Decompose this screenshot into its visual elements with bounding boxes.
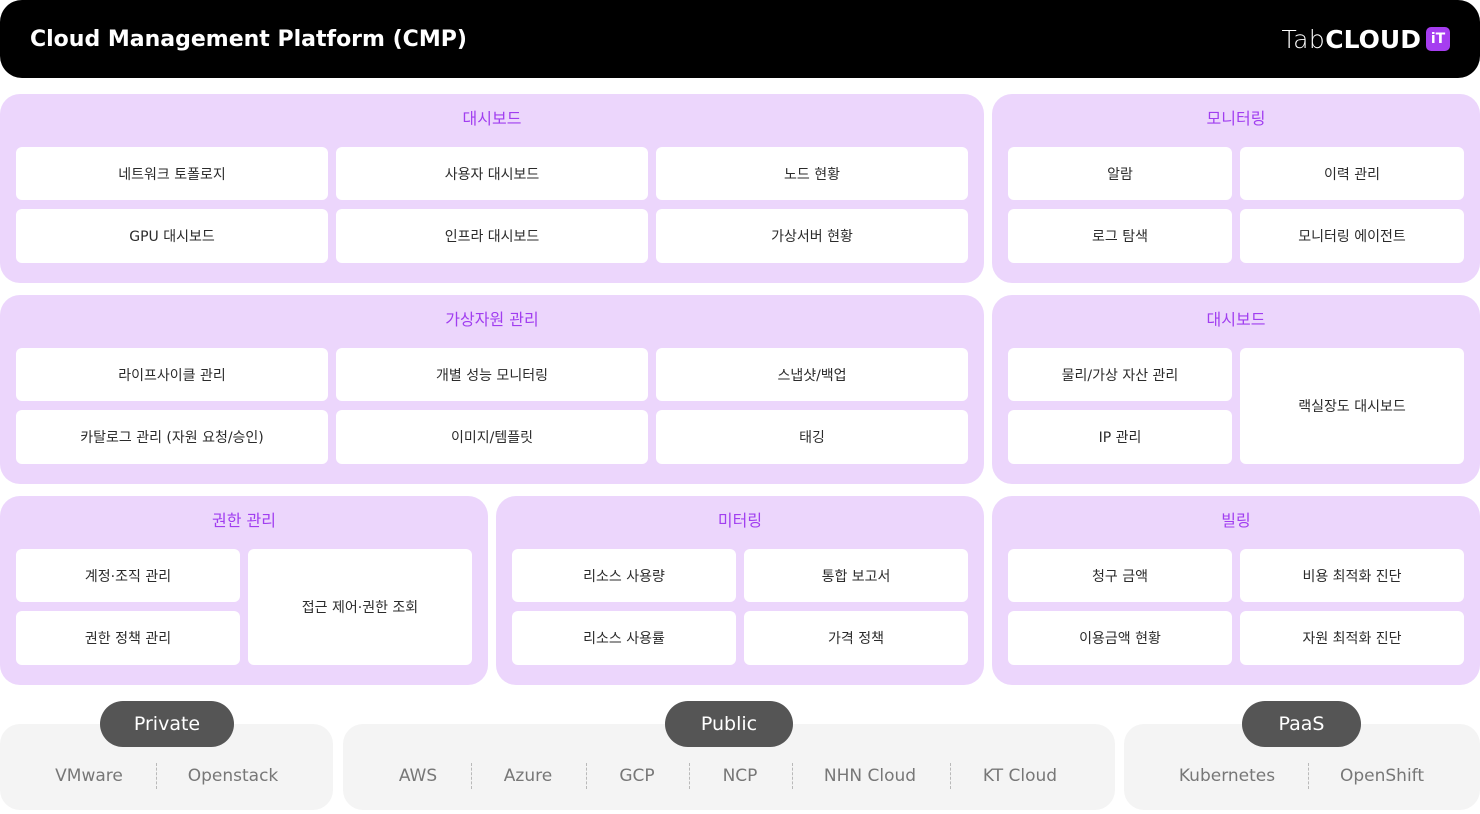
item-gpu-dashboard[interactable]: GPU 대시보드 [16, 209, 328, 263]
item-alarm[interactable]: 알람 [1008, 147, 1232, 200]
header-bar: Cloud Management Platform (CMP) Tab CLOU… [0, 0, 1480, 78]
panel-dashboard-asset: 대시보드 물리/가상 자산 관리 IP 관리 랙실장도 대시보드 [992, 295, 1480, 484]
logo-text-cloud: CLOUD [1325, 24, 1421, 54]
item-history[interactable]: 이력 관리 [1240, 147, 1464, 200]
pill-public: Public [665, 701, 793, 747]
item-billing-amount[interactable]: 청구 금액 [1008, 549, 1232, 602]
provider-divider [156, 763, 157, 789]
panel-title: 대시보드 [1206, 310, 1266, 329]
item-log-search[interactable]: 로그 탐색 [1008, 209, 1232, 263]
logo-text-tab: Tab [1281, 24, 1326, 54]
provider-ncp: NCP [722, 766, 758, 786]
page-title: Cloud Management Platform (CMP) [30, 26, 467, 52]
item-catalog[interactable]: 카탈로그 관리 (자원 요청/승인) [16, 410, 328, 464]
provider-divider [792, 763, 793, 789]
item-permission-policy[interactable]: 권한 정책 관리 [16, 611, 240, 665]
provider-kt-cloud: KT Cloud [982, 766, 1058, 786]
item-image-template[interactable]: 이미지/템플릿 [336, 410, 648, 464]
item-access-control[interactable]: 접근 제어·권한 조회 [248, 549, 472, 665]
item-usage-amount[interactable]: 이용금액 현황 [1008, 611, 1232, 665]
panel-metering: 미터링 리소스 사용량 통합 보고서 리소스 사용률 가격 정책 [496, 496, 984, 685]
panel-dashboard-main: 대시보드 네트워크 토폴로지 사용자 대시보드 노드 현황 GPU 대시보드 인… [0, 94, 984, 283]
provider-gcp: GCP [619, 766, 655, 786]
panel-title: 빌링 [1221, 511, 1251, 530]
logo-it-badge: iT [1426, 27, 1450, 51]
panel-title: 가상자원 관리 [445, 310, 539, 329]
provider-nhn-cloud: NHN Cloud [823, 766, 917, 786]
item-integrated-report[interactable]: 통합 보고서 [744, 549, 968, 602]
item-infra-dashboard[interactable]: 인프라 대시보드 [336, 209, 648, 263]
provider-openstack: Openstack [187, 766, 279, 786]
panel-virtual-resources: 가상자원 관리 라이프사이클 관리 개별 성능 모니터링 스냅샷/백업 카탈로그… [0, 295, 984, 484]
provider-divider [950, 763, 951, 789]
item-lifecycle[interactable]: 라이프사이클 관리 [16, 348, 328, 401]
item-user-dashboard[interactable]: 사용자 대시보드 [336, 147, 648, 200]
provider-aws: AWS [398, 766, 438, 786]
item-node-status[interactable]: 노드 현황 [656, 147, 968, 200]
panel-title: 미터링 [717, 511, 763, 530]
item-snapshot-backup[interactable]: 스냅샷/백업 [656, 348, 968, 401]
provider-openshift: OpenShift [1339, 766, 1425, 786]
panel-title: 모니터링 [1206, 109, 1266, 128]
item-asset-management[interactable]: 물리/가상 자산 관리 [1008, 348, 1232, 401]
item-resource-optimization[interactable]: 자원 최적화 진단 [1240, 611, 1464, 665]
provider-kubernetes: Kubernetes [1178, 766, 1276, 786]
panel-title: 권한 관리 [212, 511, 276, 530]
panel-permission: 권한 관리 계정·조직 관리 권한 정책 관리 접근 제어·권한 조회 [0, 496, 488, 685]
item-tagging[interactable]: 태깅 [656, 410, 968, 464]
provider-divider [471, 763, 472, 789]
pill-paas: PaaS [1242, 701, 1361, 747]
item-resource-usage[interactable]: 리소스 사용량 [512, 549, 736, 602]
item-cost-optimization[interactable]: 비용 최적화 진단 [1240, 549, 1464, 602]
item-monitoring-agent[interactable]: 모니터링 에이전트 [1240, 209, 1464, 263]
pill-private: Private [100, 701, 234, 747]
item-ip-management[interactable]: IP 관리 [1008, 410, 1232, 464]
item-account-org[interactable]: 계정·조직 관리 [16, 549, 240, 602]
item-perf-monitoring[interactable]: 개별 성능 모니터링 [336, 348, 648, 401]
panel-monitoring: 모니터링 알람 이력 관리 로그 탐색 모니터링 에이전트 [992, 94, 1480, 283]
provider-divider [689, 763, 690, 789]
item-network-topology[interactable]: 네트워크 토폴로지 [16, 147, 328, 200]
tabcloud-logo: Tab CLOUD iT [1281, 25, 1450, 54]
provider-divider [586, 763, 587, 789]
provider-azure: Azure [503, 766, 553, 786]
panel-title: 대시보드 [462, 109, 522, 128]
provider-vmware: VMware [55, 766, 123, 786]
item-rack-dashboard[interactable]: 랙실장도 대시보드 [1240, 348, 1464, 464]
item-resource-utilization[interactable]: 리소스 사용률 [512, 611, 736, 665]
provider-divider [1308, 763, 1309, 789]
item-vserver-status[interactable]: 가상서버 현황 [656, 209, 968, 263]
panel-billing: 빌링 청구 금액 비용 최적화 진단 이용금액 현황 자원 최적화 진단 [992, 496, 1480, 685]
item-pricing-policy[interactable]: 가격 정책 [744, 611, 968, 665]
